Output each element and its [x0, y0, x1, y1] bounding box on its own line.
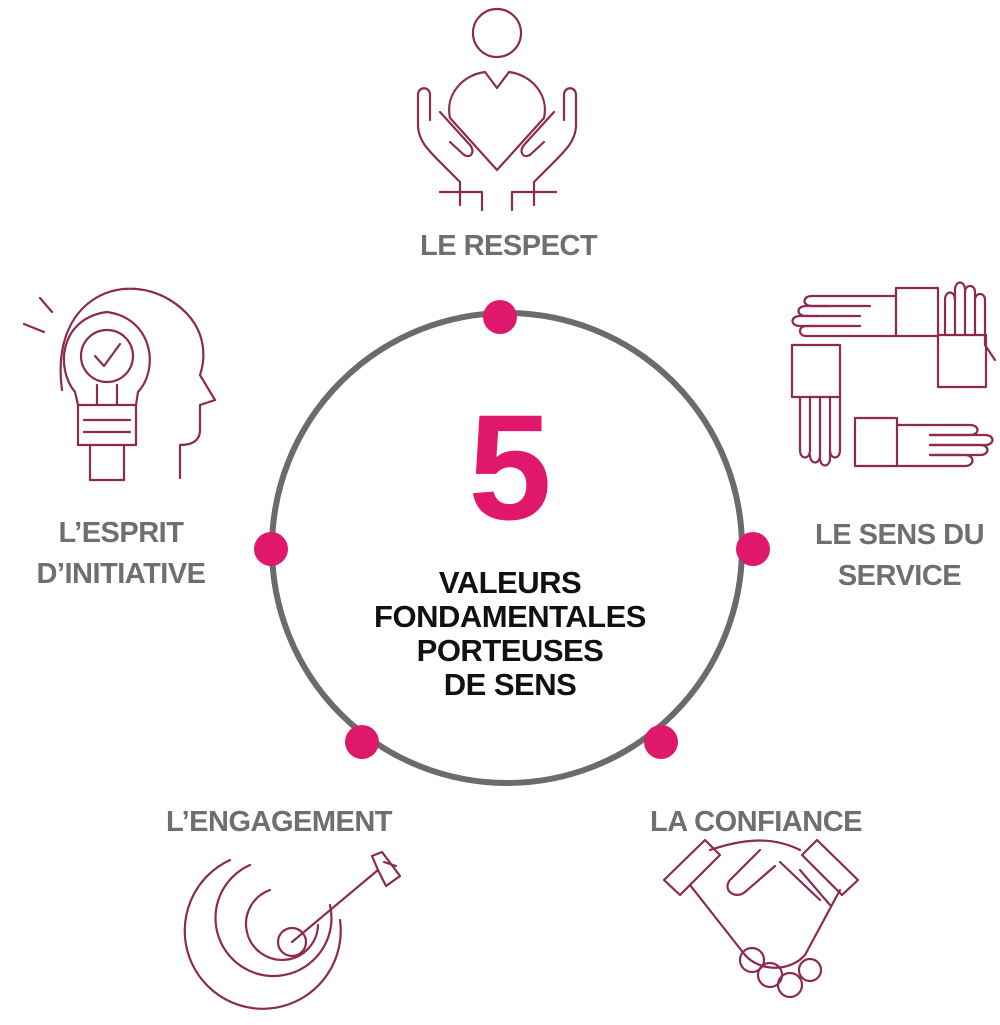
four-hands-teamwork-icon [790, 281, 997, 468]
hands-holding-person-icon [416, 7, 578, 212]
label-confiance-line-1: LA CONFIANCE [650, 806, 863, 838]
label-confiance: LA CONFIANCE [650, 802, 863, 843]
target-arrow-icon [183, 850, 402, 1010]
label-sens-du-service-line-2: SERVICE [837, 560, 962, 592]
dot-sens-du-service [736, 532, 770, 566]
label-engagement-line-1: L’ENGAGEMENT [166, 806, 393, 838]
dot-engagement [345, 725, 379, 759]
dot-esprit-initiative [254, 532, 288, 566]
handshake-icon [662, 838, 860, 999]
center-text-line-1: VALEURS [438, 565, 582, 600]
center-text-line-4: DE SENS [443, 667, 577, 702]
label-esprit-initiative-line-1: L’ESPRIT [58, 517, 184, 549]
center-text: VALEURS FONDAMENTALES PORTEUSES DE SENS [300, 566, 720, 702]
head-lightbulb-icon [22, 287, 217, 482]
label-esprit-initiative: L’ESPRIT D’INITIATIVE [16, 513, 226, 595]
center-text-line-2: FONDAMENTALES [374, 599, 646, 634]
label-sens-du-service: LE SENS DU SERVICE [812, 515, 987, 597]
center-text-line-3: PORTEUSES [416, 633, 604, 668]
label-respect-line-1: LE RESPECT [420, 230, 598, 262]
label-esprit-initiative-line-2: D’INITIATIVE [36, 558, 206, 590]
dot-respect [483, 300, 517, 334]
label-sens-du-service-line-1: LE SENS DU [814, 519, 985, 551]
label-engagement: L’ENGAGEMENT [166, 802, 393, 843]
dot-confiance [644, 725, 678, 759]
center-number: 5 [468, 383, 552, 551]
label-respect: LE RESPECT [420, 226, 598, 267]
